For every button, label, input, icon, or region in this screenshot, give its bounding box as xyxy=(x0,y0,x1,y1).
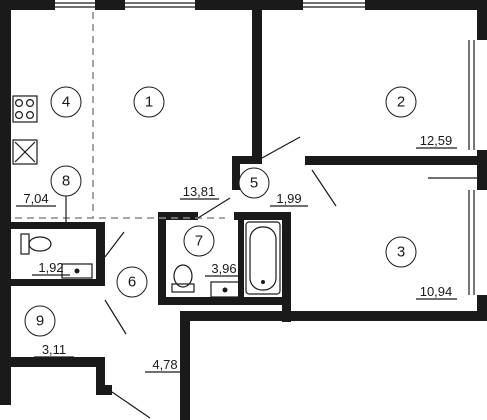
room-label-4: 4 xyxy=(50,86,82,118)
room-number: 2 xyxy=(397,94,405,111)
room-number: 5 xyxy=(250,175,258,192)
washbasin-icon xyxy=(61,263,93,279)
stove-icon xyxy=(12,95,38,123)
window-top-2 xyxy=(125,2,195,8)
room-label-7: 7 3,96 xyxy=(183,225,237,276)
room-label-8: 8 7,04 xyxy=(23,165,82,206)
toilet-icon xyxy=(20,233,52,255)
room-label-10: 1,92 xyxy=(38,260,63,275)
window-right-2 xyxy=(468,190,475,295)
washbasin-icon xyxy=(210,281,240,298)
bathtub-icon xyxy=(245,221,281,295)
room-area: 12,59 xyxy=(420,133,453,148)
room-area: 3,11 xyxy=(42,342,66,357)
window-top-1 xyxy=(55,2,95,8)
room-label-2: 2 12,59 xyxy=(385,86,453,148)
room-area: 1,92 xyxy=(38,260,63,275)
room-number: 7 xyxy=(195,233,203,250)
room-number: 6 xyxy=(128,274,136,291)
room-number: 3 xyxy=(397,244,405,261)
window-right-1 xyxy=(468,40,475,150)
zone-dividers xyxy=(15,12,225,219)
room-area: 4,78 xyxy=(152,357,177,372)
room-area: 13,81 xyxy=(183,184,216,199)
window-top-3 xyxy=(303,2,365,8)
room-number: 4 xyxy=(62,94,70,111)
room-number: 9 xyxy=(36,313,44,330)
room-area: 10,94 xyxy=(420,284,453,299)
room-area: 3,96 xyxy=(211,261,236,276)
area-underlines xyxy=(16,147,457,373)
room-number: 1 xyxy=(145,94,153,111)
room-label-9: 9 3,11 xyxy=(24,305,66,357)
room-number: 8 xyxy=(62,173,70,190)
sink-icon xyxy=(12,139,38,165)
room-area: 1,99 xyxy=(276,191,301,206)
door-swings xyxy=(65,136,337,419)
interior-walls xyxy=(11,10,487,322)
room-label-6: 6 4,78 xyxy=(116,266,178,372)
toilet-icon xyxy=(171,264,195,293)
room-area: 7,04 xyxy=(23,191,48,206)
room-label-3: 3 10,94 xyxy=(385,236,453,299)
room-label-1: 1 13,81 xyxy=(133,86,216,199)
room-label-5: 5 1,99 xyxy=(238,167,302,206)
